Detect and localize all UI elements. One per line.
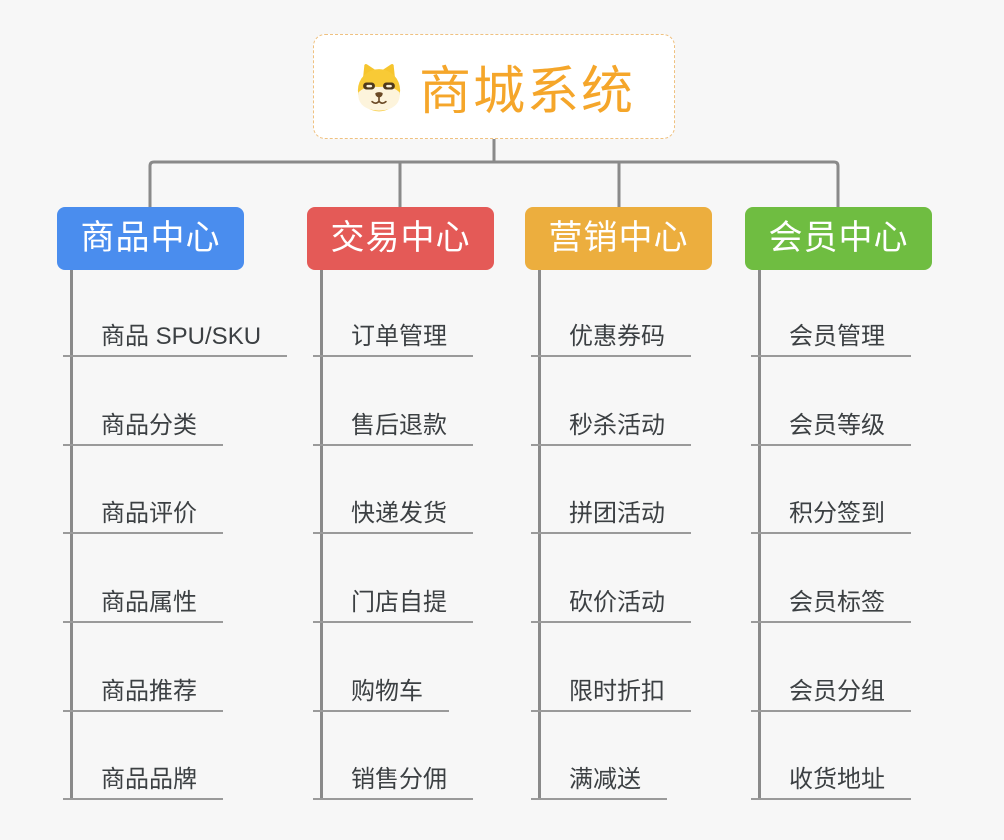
child-topic[interactable]: 会员标签: [751, 589, 911, 623]
child-topic[interactable]: 优惠券码: [531, 323, 691, 357]
child-topic[interactable]: 售后退款: [313, 412, 473, 446]
child-topic[interactable]: 砍价活动: [531, 589, 691, 623]
child-topic[interactable]: 商品 SPU/SKU: [63, 323, 288, 357]
child-topic[interactable]: 门店自提: [313, 589, 473, 623]
child-topic[interactable]: 会员等级: [751, 412, 911, 446]
branch-trunk-line: [319, 270, 323, 799]
child-topic[interactable]: 限时折扣: [531, 678, 691, 712]
child-topic[interactable]: 商品推荐: [63, 678, 223, 712]
root-topic-node[interactable]: 商城系统: [313, 34, 675, 139]
child-topic[interactable]: 满减送: [531, 766, 667, 800]
child-topic[interactable]: 商品属性: [63, 589, 223, 623]
branch-trunk-line: [537, 270, 541, 799]
child-topic[interactable]: 会员管理: [751, 323, 911, 357]
child-topic[interactable]: 积分签到: [751, 500, 911, 534]
branch-node-4[interactable]: 会员中心: [745, 207, 932, 270]
child-topic[interactable]: 商品评价: [63, 500, 223, 534]
child-topic[interactable]: 快递发货: [313, 500, 473, 534]
child-topic[interactable]: 商品分类: [63, 412, 223, 446]
child-topic[interactable]: 会员分组: [751, 678, 911, 712]
branch-node-1[interactable]: 商品中心: [57, 207, 244, 270]
child-topic[interactable]: 销售分佣: [313, 766, 473, 800]
child-topic[interactable]: 订单管理: [313, 323, 473, 357]
branch-trunk-line: [69, 270, 73, 799]
child-topic[interactable]: 秒杀活动: [531, 412, 691, 446]
root-topic-title: 商城系统: [418, 63, 635, 121]
branch-node-3[interactable]: 营销中心: [525, 207, 712, 270]
child-topic[interactable]: 拼团活动: [531, 500, 691, 534]
child-topic[interactable]: 收货地址: [751, 766, 911, 800]
child-topic[interactable]: 商品品牌: [63, 766, 223, 800]
child-topic[interactable]: 购物车: [313, 678, 449, 712]
branch-trunk-line: [757, 270, 761, 799]
branch-node-2[interactable]: 交易中心: [307, 207, 494, 270]
dog-mascot-icon: [357, 63, 401, 111]
